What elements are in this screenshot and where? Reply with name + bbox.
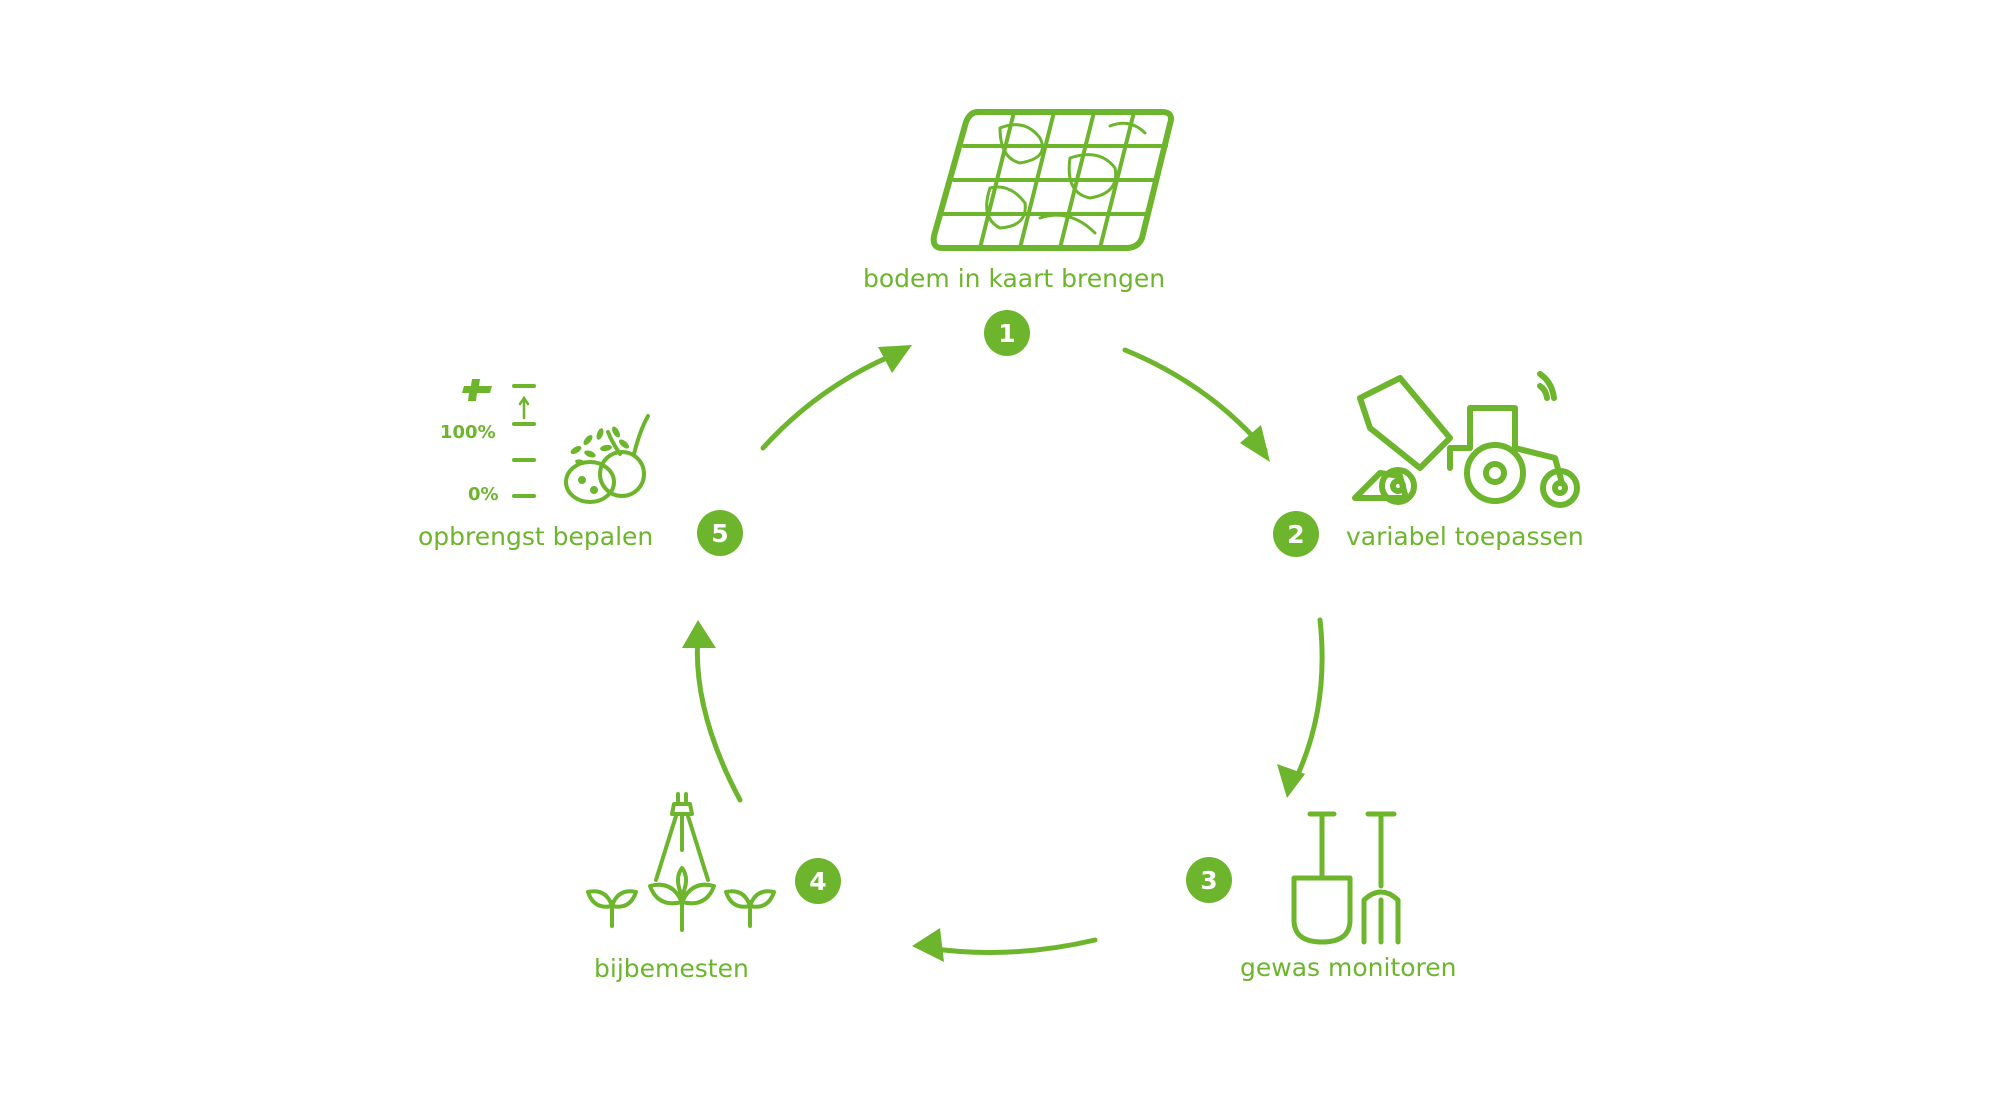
step-5-label: opbrengst bepalen <box>418 522 654 551</box>
arrow-4-to-5 <box>694 632 743 803</box>
soil-map-icon <box>930 109 1174 251</box>
step-5-badge: 5 <box>697 510 743 556</box>
plus-icon <box>462 379 492 401</box>
scale-bottom-label: 0% <box>468 484 499 505</box>
step-2-label: variabel toepassen <box>1346 522 1584 551</box>
step-3-label: gewas monitoren <box>1240 953 1457 982</box>
step-1-badge: 1 <box>984 310 1030 356</box>
arrow-5-to-1 <box>760 350 901 451</box>
scale-top-label: 100% <box>440 422 496 443</box>
step-4-label: bijbemesten <box>594 954 749 983</box>
sprayer-plants-icon <box>586 792 776 932</box>
arrow-3-to-4 <box>925 937 1098 955</box>
step-3-badge: 3 <box>1186 857 1232 903</box>
arrow-1-to-2 <box>1122 347 1268 453</box>
arrow-2-to-3 <box>1290 617 1325 788</box>
spade-fork-icon <box>1291 811 1401 945</box>
step-4-badge: 4 <box>795 858 841 904</box>
step-1-label: bodem in kaart brengen <box>863 264 1166 293</box>
tractor-spreader-icon <box>1352 371 1580 508</box>
step-2-badge: 2 <box>1273 511 1319 557</box>
scale-ticks <box>512 384 536 498</box>
vegetables-icon <box>564 414 650 504</box>
